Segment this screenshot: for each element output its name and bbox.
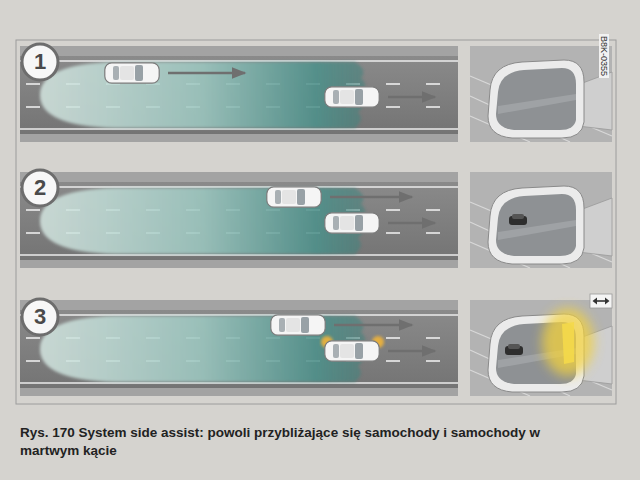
step-number: 1 <box>20 42 60 82</box>
direction-arrow <box>334 324 412 327</box>
warning-glow <box>542 308 594 376</box>
direction-arrow <box>330 196 412 199</box>
figure-caption: Rys. 170 System side assist: powoli przy… <box>20 424 540 460</box>
mirror-car <box>505 344 523 355</box>
road-panel <box>20 172 458 268</box>
direction-arrow <box>388 350 435 353</box>
mirror-indicator <box>562 322 574 364</box>
mirror-panel <box>470 300 612 396</box>
direction-arrow <box>388 222 435 225</box>
own-car <box>325 213 379 233</box>
road-panel <box>20 46 458 142</box>
side-assist-symbol <box>590 294 612 308</box>
mirror-panel <box>470 172 612 268</box>
direction-arrow <box>168 72 245 75</box>
step-number-text: 1 <box>20 49 60 75</box>
car <box>105 63 159 83</box>
car <box>267 187 321 207</box>
direction-arrow <box>388 96 435 99</box>
step-number-text: 3 <box>20 304 60 330</box>
step-number: 2 <box>20 168 60 208</box>
own-car <box>325 341 379 361</box>
mirror-car <box>509 214 527 225</box>
car <box>271 315 325 335</box>
image-code: B8K-0355 <box>599 34 609 78</box>
own-car <box>325 87 379 107</box>
figure-frame <box>16 40 616 404</box>
road-panel <box>20 300 458 396</box>
mirror-panel <box>470 46 612 142</box>
step-number-text: 2 <box>20 175 60 201</box>
step-number: 3 <box>20 297 60 337</box>
